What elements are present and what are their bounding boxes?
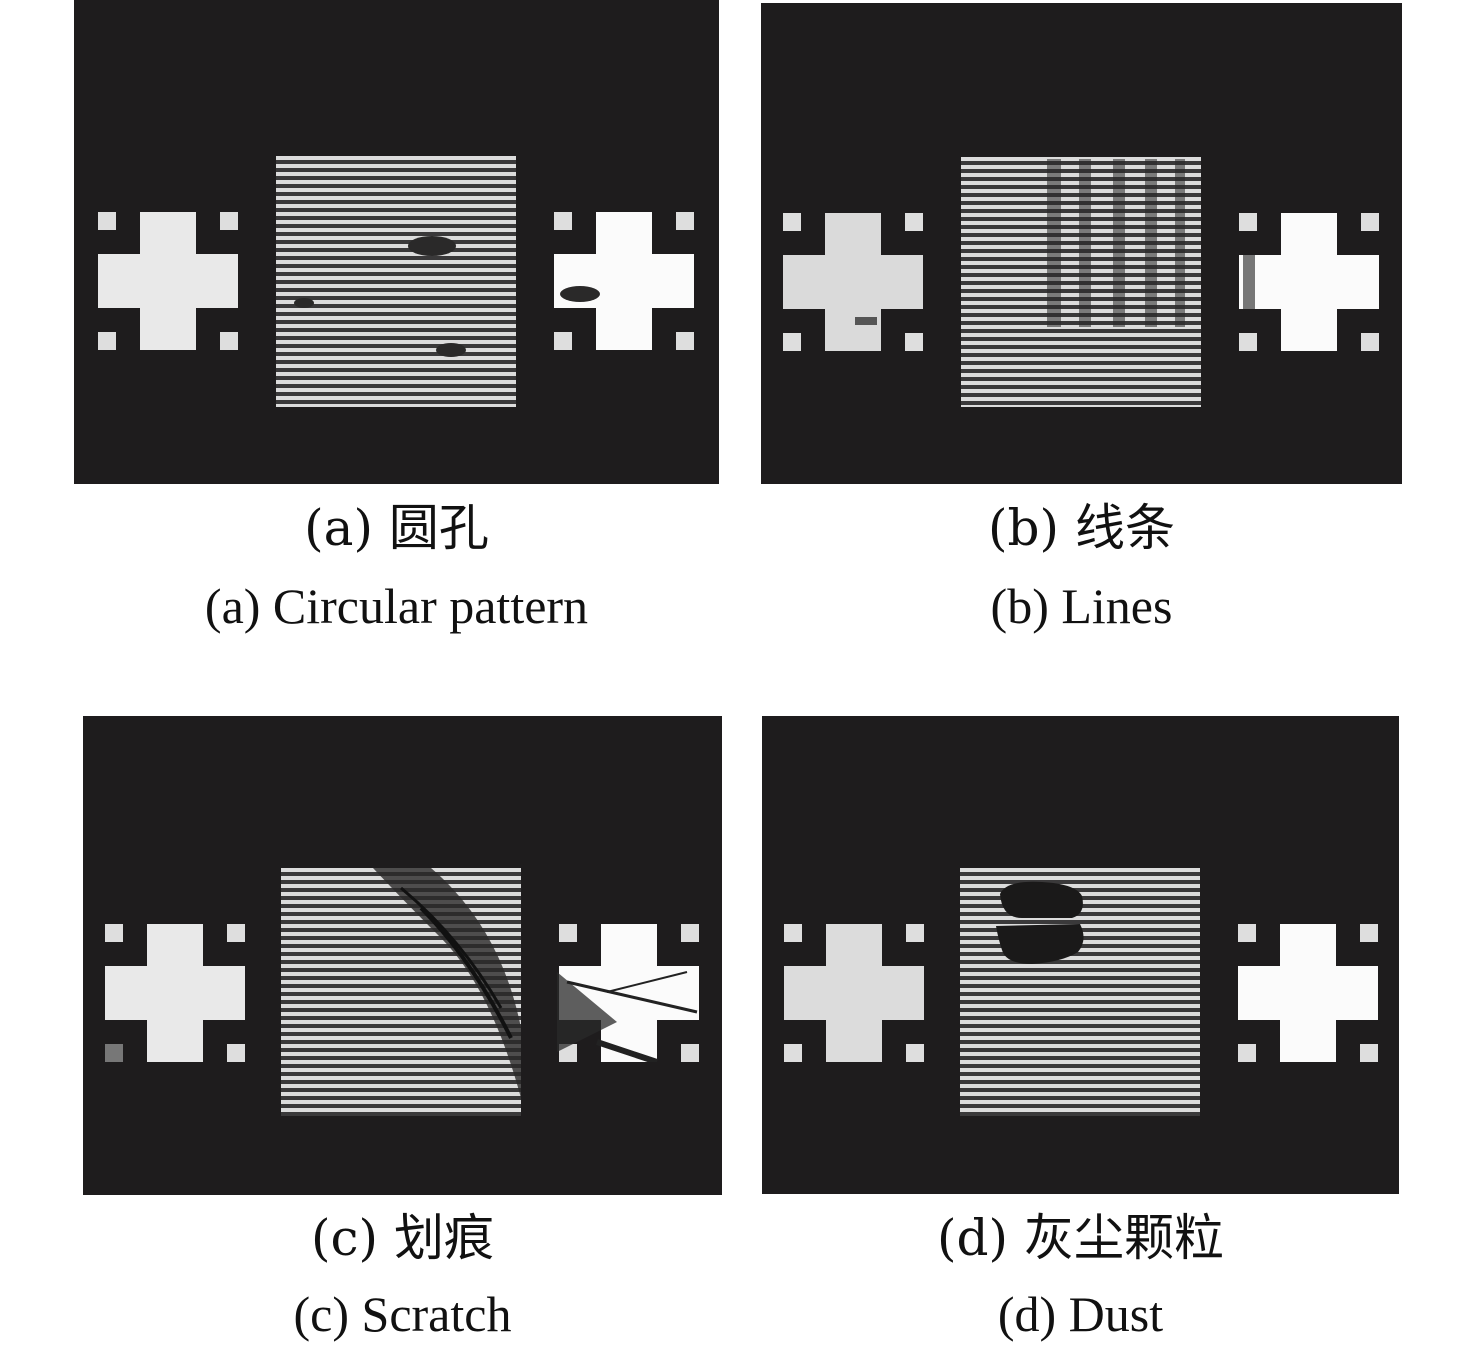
caption-a-english: (a) Circular pattern [204, 578, 589, 634]
circular-defect [294, 298, 314, 308]
right-cross-marker [557, 922, 703, 1064]
dust-particle-defect [996, 881, 1084, 964]
caption-b-chinese: (b) 线条 [988, 499, 1175, 557]
caption-b-english: (b) Lines [990, 578, 1173, 634]
left-cross-marker [781, 211, 927, 353]
caption-c: (c) 划痕 (c) Scratch [83, 1210, 722, 1342]
image-panel-lines [761, 3, 1402, 484]
line-grating [276, 156, 516, 407]
circular-defect [436, 343, 466, 357]
caption-a: (a) 圆孔 (a) Circular pattern [74, 500, 719, 634]
caption-b: (b) 线条 (b) Lines [761, 500, 1402, 634]
scratch-defect [373, 868, 521, 1098]
left-cross-marker [782, 922, 928, 1064]
right-cross-marker [552, 210, 698, 352]
circular-defect [408, 236, 456, 256]
image-panel-circular-pattern [74, 0, 719, 484]
caption-c-english: (c) Scratch [293, 1286, 512, 1342]
left-cross-marker [96, 210, 242, 352]
right-cross-marker [1237, 211, 1383, 353]
caption-d: (d) 灰尘颗粒 (d) Dust [762, 1210, 1399, 1342]
caption-c-chinese: (c) 划痕 [311, 1209, 494, 1267]
line-defect [1047, 159, 1061, 327]
left-cross-marker [103, 922, 249, 1064]
image-panel-scratch [83, 716, 722, 1195]
caption-d-chinese: (d) 灰尘颗粒 [937, 1209, 1224, 1267]
image-panel-dust [762, 716, 1399, 1194]
line-defect [1079, 159, 1091, 327]
caption-a-chinese: (a) 圆孔 [304, 499, 489, 557]
line-defect [1113, 159, 1125, 327]
caption-d-english: (d) Dust [997, 1286, 1164, 1342]
line-defect [1175, 159, 1185, 327]
right-cross-marker [1236, 922, 1382, 1064]
line-defect [1145, 159, 1157, 327]
